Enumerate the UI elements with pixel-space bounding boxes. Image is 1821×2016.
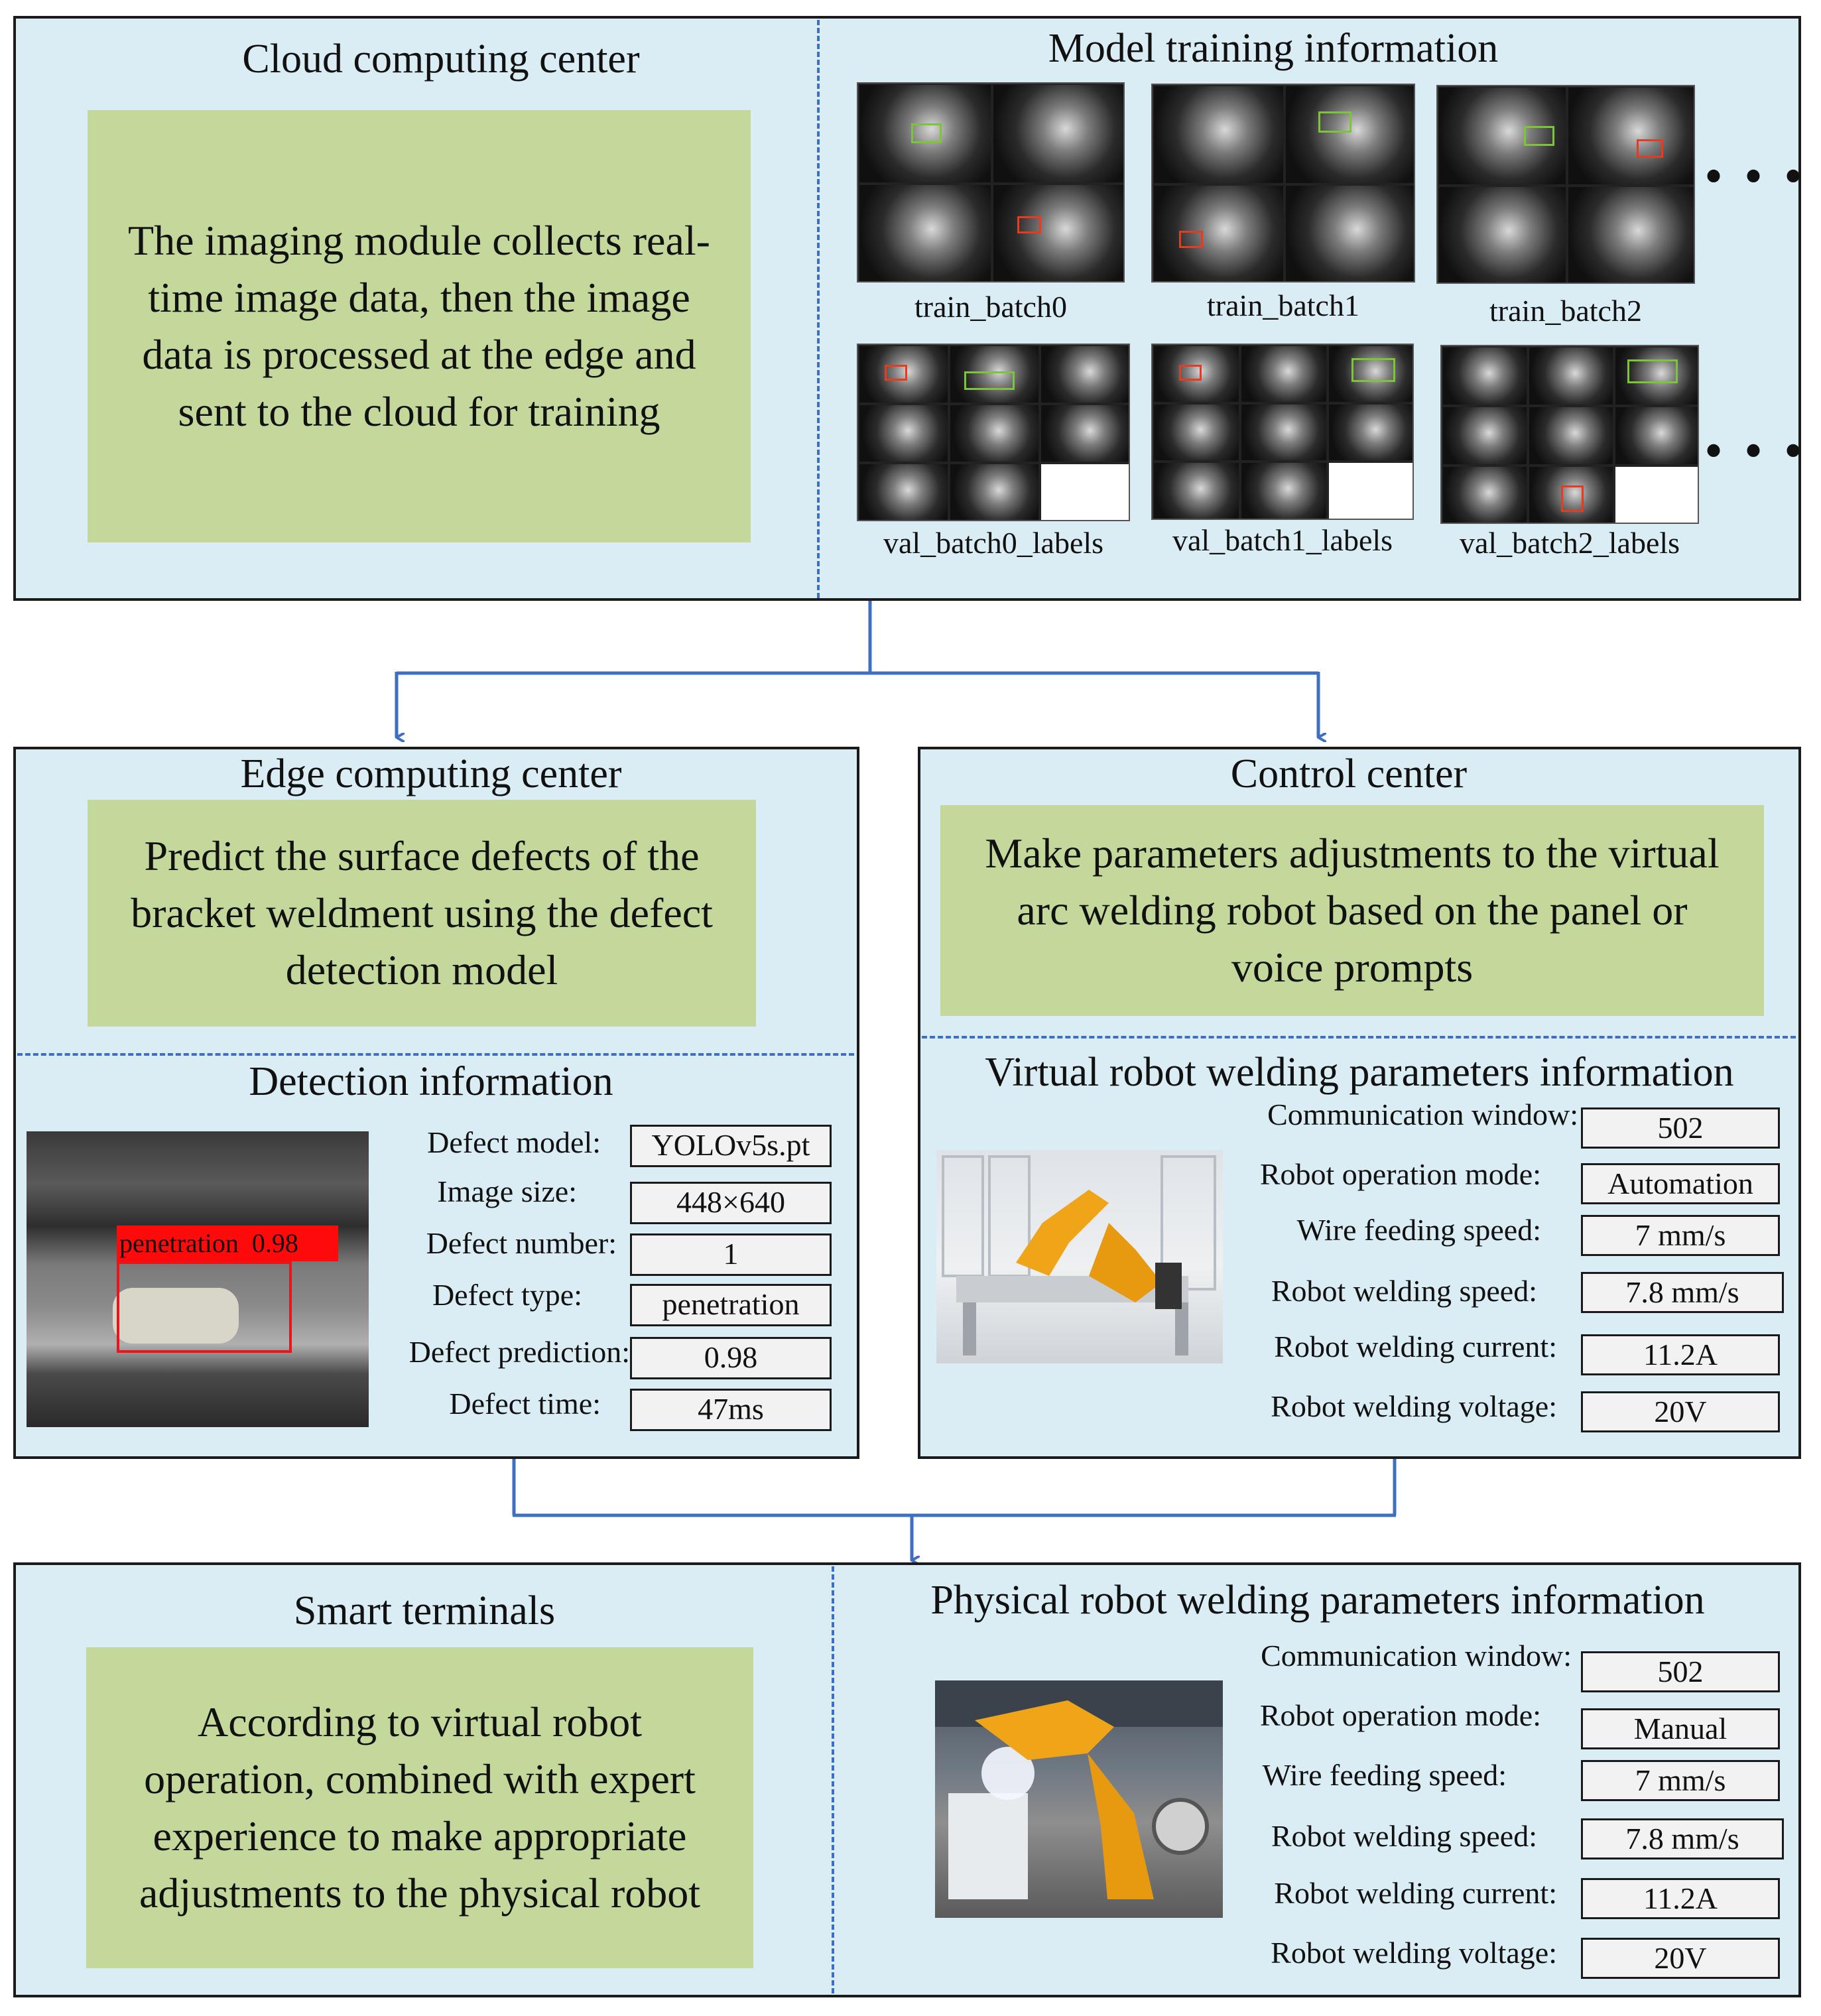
defect-time-label: Defect time: [449,1387,601,1420]
physical-wire-speed-value: 7 mm/s [1581,1760,1780,1801]
val-batch0-caption: val_batch0_labels [883,526,1104,560]
edge-control-to-terminal-arrow [512,1458,1397,1560]
defect-model-label: Defect model: [427,1125,601,1159]
train-batch1-caption: train_batch1 [1207,288,1359,322]
train-batch1-image [1151,84,1415,283]
defect-prediction-label: Defect prediction: [408,1335,630,1369]
physical-robot-drawing [935,1680,1223,1899]
physical-welding-voltage-label: Robot welding voltage: [1271,1936,1557,1970]
training-title: Model training information [1048,26,1499,71]
physical-welding-speed-label: Robot welding speed: [1271,1819,1537,1853]
virtual-operation-mode-value: Automation [1581,1163,1780,1204]
edge-divider [17,1053,854,1056]
defect-type-value: penetration [630,1284,832,1326]
train-batch2-image [1436,85,1695,284]
physical-welding-speed-value: 7.8 mm/s [1581,1818,1784,1859]
val-batch1-image [1151,344,1414,520]
detection-image: penetration 0.98 [27,1131,369,1427]
virtual-wire-speed-value: 7 mm/s [1581,1215,1780,1256]
physical-comm-window-value: 502 [1581,1651,1780,1692]
virtual-welding-speed-value: 7.8 mm/s [1581,1272,1784,1313]
defect-number-value: 1 [630,1233,832,1276]
defect-model-value: YOLOv5s.pt [630,1125,832,1167]
physical-operation-mode-value: Manual [1581,1708,1780,1749]
defect-number-label: Defect number: [426,1226,617,1260]
virtual-welding-current-value: 11.2A [1581,1334,1780,1375]
cloud-description: The imaging module collects real-time im… [88,110,751,542]
virtual-robot-image [936,1150,1223,1363]
physical-title: Physical robot welding parameters inform… [930,1578,1705,1623]
train-more-ellipsis: • • • [1704,147,1807,206]
train-batch2-caption: train_batch2 [1489,294,1642,328]
virtual-comm-window-value: 502 [1581,1107,1780,1149]
physical-welding-current-value: 11.2A [1581,1878,1780,1919]
physical-operation-mode-label: Robot operation mode: [1259,1698,1541,1732]
detection-bounding-box [117,1261,292,1353]
image-size-value: 448×640 [630,1182,832,1224]
virtual-robot-drawing [942,1155,1216,1355]
train-batch0-image [857,82,1125,283]
control-title: Control center [1230,751,1468,796]
detection-box-label: penetration 0.98 [117,1226,338,1261]
detection-title: Detection information [249,1059,613,1104]
edge-title: Edge computing center [240,751,622,796]
physical-welding-current-label: Robot welding current: [1274,1876,1557,1910]
image-size-label: Image size: [437,1174,577,1208]
virtual-welding-speed-label: Robot welding speed: [1271,1274,1537,1308]
physical-wire-speed-label: Wire feeding speed: [1262,1758,1507,1792]
defect-blob [113,1288,239,1344]
virtual-wire-speed-label: Wire feeding speed: [1296,1213,1541,1247]
smart-title: Smart terminals [293,1588,556,1633]
val-more-ellipsis: • • • [1704,422,1807,480]
val-batch2-caption: val_batch2_labels [1459,526,1680,560]
defect-time-value: 47ms [630,1389,832,1431]
control-description: Make parameters adjustments to the virtu… [940,805,1764,1016]
smart-description: According to virtual robot operation, co… [86,1647,753,1968]
virtual-title: Virtual robot welding parameters informa… [985,1050,1734,1095]
virtual-welding-current-label: Robot welding current: [1274,1330,1557,1363]
control-divider [922,1036,1796,1039]
val-batch2-image [1440,345,1699,524]
val-batch1-caption: val_batch1_labels [1172,523,1393,557]
edge-description: Predict the surface defects of the brack… [88,800,756,1027]
defect-prediction-value: 0.98 [630,1337,832,1379]
virtual-welding-voltage-label: Robot welding voltage: [1271,1389,1557,1423]
train-batch0-caption: train_batch0 [914,290,1067,324]
val-batch0-image [857,344,1130,521]
cloud-title: Cloud computing center [242,36,640,82]
physical-comm-window-label: Communication window: [1261,1639,1572,1672]
physical-welding-voltage-value: 20V [1581,1938,1780,1979]
defect-type-label: Defect type: [432,1278,582,1312]
cloud-to-edge-control-arrow [395,600,1318,737]
virtual-welding-voltage-value: 20V [1581,1391,1780,1432]
virtual-comm-window-label: Communication window: [1267,1098,1578,1131]
terminal-divider [832,1566,834,1993]
physical-robot-image [935,1680,1223,1918]
virtual-operation-mode-label: Robot operation mode: [1259,1157,1541,1191]
cloud-divider [817,20,820,598]
